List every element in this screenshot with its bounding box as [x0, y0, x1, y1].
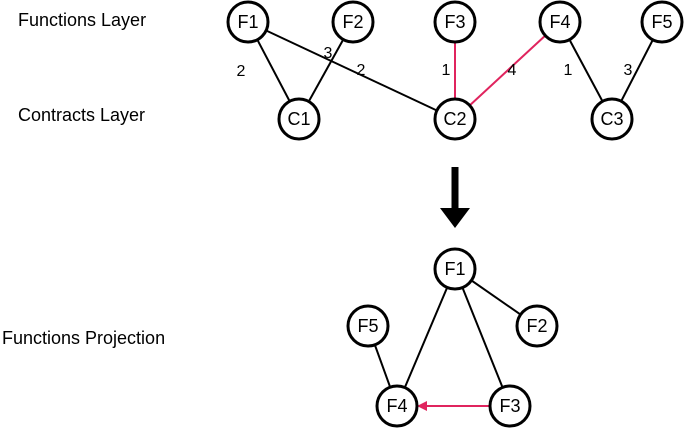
weight-f1-c2: 2 — [357, 62, 366, 79]
weight-f4-c3: 1 — [564, 62, 573, 79]
functions-projection-label: Functions Projection — [2, 328, 166, 348]
functions-layer-label: Functions Layer — [18, 10, 147, 30]
node-label: F3 — [444, 12, 465, 32]
contracts-layer-label: Contracts Layer — [18, 105, 146, 125]
node-f2-projection: F2 — [515, 304, 559, 348]
weight-f2-c1: 3 — [324, 45, 333, 62]
node-c3-contracts-layer: C3 — [590, 97, 634, 141]
node-f3-projection: F3 — [488, 384, 532, 428]
node-f1-functions-layer: F1 — [226, 0, 270, 44]
node-f2-functions-layer: F2 — [331, 0, 375, 44]
node-label: F1 — [444, 259, 465, 279]
node-c1-contracts-layer: C1 — [277, 97, 321, 141]
node-f5-projection: F5 — [346, 304, 390, 348]
down-arrow-icon — [440, 167, 470, 228]
node-f5-functions-layer: F5 — [640, 0, 684, 44]
edge-f4-c2 — [454, 21, 561, 120]
weight-f1-c1: 2 — [237, 63, 246, 80]
edge-proj-f1-f3 — [454, 268, 511, 407]
weight-f3-c2: 1 — [442, 62, 451, 79]
node-label: F5 — [651, 12, 672, 32]
node-label: C3 — [600, 109, 623, 129]
node-label: F5 — [357, 316, 378, 336]
node-label: F2 — [342, 12, 363, 32]
node-label: C1 — [287, 109, 310, 129]
node-f3-functions-layer: F3 — [433, 0, 477, 44]
node-label: C2 — [443, 109, 466, 129]
weight-f5-c3: 3 — [624, 62, 633, 79]
node-label: F1 — [237, 12, 258, 32]
node-c2-contracts-layer: C2 — [433, 97, 477, 141]
node-label: F4 — [386, 396, 407, 416]
node-label: F2 — [526, 316, 547, 336]
node-f4-functions-layer: F4 — [538, 0, 582, 44]
node-f4-projection: F4 — [375, 384, 419, 428]
node-f1-projection: F1 — [433, 247, 477, 291]
weight-f4-c2: 4 — [508, 62, 517, 79]
edge-proj-f1-f4 — [396, 268, 456, 407]
node-label: F3 — [499, 396, 520, 416]
node-label: F4 — [549, 12, 570, 32]
edge-f1-c2 — [247, 21, 456, 120]
